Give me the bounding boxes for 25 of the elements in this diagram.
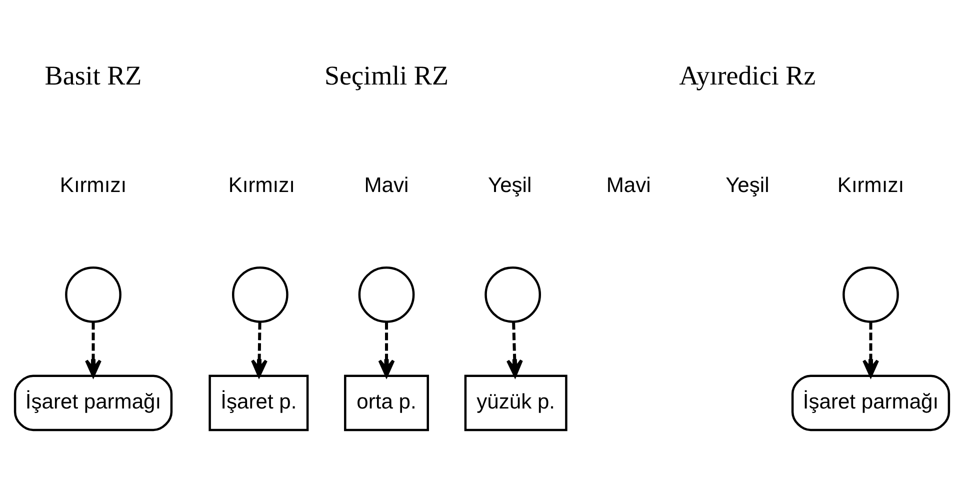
arrow	[378, 322, 395, 378]
node-circle	[484, 266, 542, 323]
node-label: Kırmızı	[228, 174, 296, 197]
node-box: orta p.	[344, 374, 429, 432]
node-box: yüzük p.	[464, 374, 568, 432]
label: Mavi	[606, 174, 651, 197]
node-box: İşaret p.	[208, 374, 309, 432]
label: Yeşil	[726, 174, 770, 197]
node-label: Mavi	[364, 174, 409, 197]
node-label: Kırmızı	[837, 174, 904, 197]
arrow	[862, 322, 880, 378]
arrow	[251, 322, 268, 378]
node-label: Kırmızı	[60, 174, 127, 197]
node-box: İşaret parmağı	[791, 374, 950, 432]
node-circle	[358, 266, 415, 323]
label: Ayıredici Rz	[679, 60, 816, 91]
node-box: İşaret parmağı	[14, 374, 173, 432]
arrow	[506, 322, 523, 378]
node-circle	[842, 266, 899, 323]
label: Basit RZ	[44, 60, 142, 91]
node-circle	[65, 266, 122, 323]
label: Seçimli RZ	[324, 60, 448, 91]
node-circle	[232, 266, 288, 323]
arrow	[84, 322, 102, 378]
node-label: Yeşil	[488, 174, 532, 197]
